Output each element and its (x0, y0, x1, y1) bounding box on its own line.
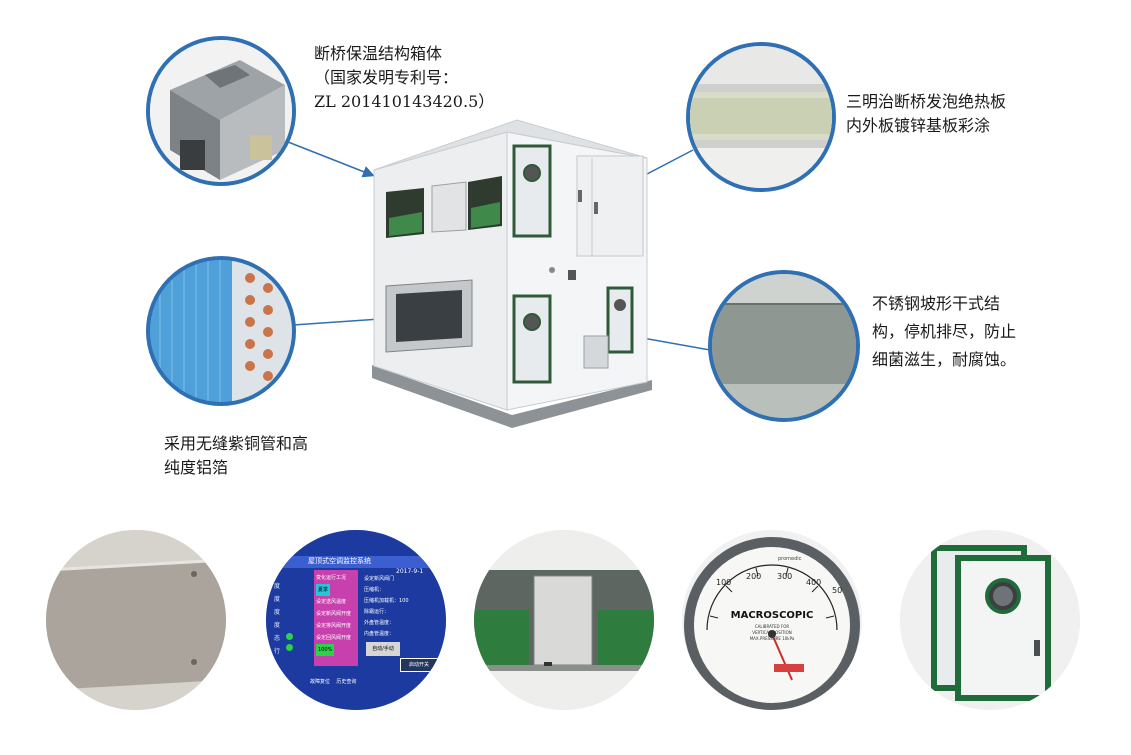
access-door-closeup (900, 530, 1080, 710)
stainless-drain-pan-closeup (708, 270, 860, 422)
hmi-info: 除霜运行： (364, 609, 390, 615)
callout-line: 内外板镀锌基板彩涂 (846, 116, 991, 135)
status-led-icon (286, 644, 293, 651)
copper-coil-closeup (146, 256, 296, 406)
gauge-maker: promedic (778, 556, 802, 562)
hmi-row-label: 度 (274, 622, 281, 629)
callout-line: 构，停机排尽，防止 (872, 322, 1017, 341)
hmi-start-button[interactable]: 启动开关 (400, 658, 438, 672)
hmi-info: 压缩机加载机：100 (364, 598, 409, 604)
callout-line: 细菌滋生，耐腐蚀。 (872, 350, 1017, 369)
hmi-date: 2017-9-1 (396, 568, 424, 575)
hmi-info: 外盘管温度： (364, 620, 395, 626)
callout-box-structure: 断桥保温结构箱体 （国家发明专利号： ZL 201410143420.5） (314, 42, 494, 114)
gauge-subtext: VERTICAL POSITION (752, 630, 792, 635)
hmi-row-label: 度 (274, 596, 281, 603)
hmi-season-button[interactable]: 夏季 (316, 584, 331, 596)
callout-line: 三明治断桥发泡绝热板 (846, 92, 1007, 111)
gauge-tick-label: 100 (716, 578, 732, 587)
callout-line: 断桥保温结构箱体 (314, 44, 443, 63)
gauge-tick-label: 300 (777, 572, 793, 581)
gauge-brand: MACROSCOPIC (730, 610, 814, 621)
hmi-setting-label: 设定送风温度 (316, 599, 347, 605)
callout-sandwich-panel: 三明治断桥发泡绝热板 内外板镀锌基板彩涂 (846, 90, 1006, 138)
callout-line: 不锈钢坡形干式结 (872, 294, 1001, 313)
hmi-setting-label: 设定新风阀开度 (316, 611, 352, 617)
callout-line: ZL 201410143420.5） (314, 92, 495, 111)
gauge-subtext: MAX.PRESSURE 10kPa (749, 636, 795, 641)
callout-line: 采用无缝紫铜管和高 (164, 434, 309, 453)
gauge-subtext: CALIBRATED FOR (754, 624, 790, 629)
hmi-row-label: 度 (274, 609, 281, 616)
hmi-row-label: 行 (274, 648, 281, 655)
hmi-setting-label: 设定回风阀开度 (316, 635, 352, 641)
hmi-info: 内盘管温度： (364, 631, 395, 637)
callout-copper-coil: 采用无缝紫铜管和高 纯度铝箔 (164, 432, 308, 480)
callout-line: （国家发明专利号： (314, 68, 459, 87)
hmi-row-label: 态 (274, 635, 281, 642)
hmi-reset-button[interactable]: 故障复位 (310, 679, 331, 685)
gauge-tick-label: 50 (832, 586, 843, 595)
corner-connector-closeup (146, 36, 296, 186)
callout-line: 纯度铝箔 (164, 458, 229, 477)
hmi-setting-label: 设定排风阀开度 (316, 623, 352, 629)
gauge-tick-label: 200 (746, 572, 762, 581)
hmi-title: 屋顶式空调监控系统 (308, 557, 371, 565)
hmi-control-screen: 屋顶式空调监控系统 2017-9-1 度 度 度 度 态 行 变化运行工况 夏季… (266, 530, 446, 710)
hmi-row-label: 度 (274, 583, 281, 590)
hmi-auto-manual-button[interactable]: 自动/手动 (366, 642, 400, 656)
sandwich-panel-closeup (686, 42, 836, 192)
hmi-history-button[interactable]: 历史查询 (336, 679, 357, 685)
hmi-value-field[interactable]: 100% (316, 644, 335, 656)
status-led-icon (286, 633, 293, 640)
hmi-mode-label: 变化运行工况 (316, 575, 347, 581)
hmi-info: 压缩机： (364, 587, 385, 593)
damper-opening-closeup (474, 530, 654, 710)
panel-closeup (46, 530, 226, 710)
pressure-gauge-closeup: 100 200 300 400 50 promedic MACROSCOPIC … (682, 530, 862, 710)
callout-drain-pan: 不锈钢坡形干式结 构，停机排尽，防止 细菌滋生，耐腐蚀。 (872, 290, 1016, 374)
hmi-info: 设定新风阀门 (364, 576, 395, 582)
air-handling-unit-image (372, 119, 652, 428)
gauge-tick-label: 400 (806, 578, 822, 587)
